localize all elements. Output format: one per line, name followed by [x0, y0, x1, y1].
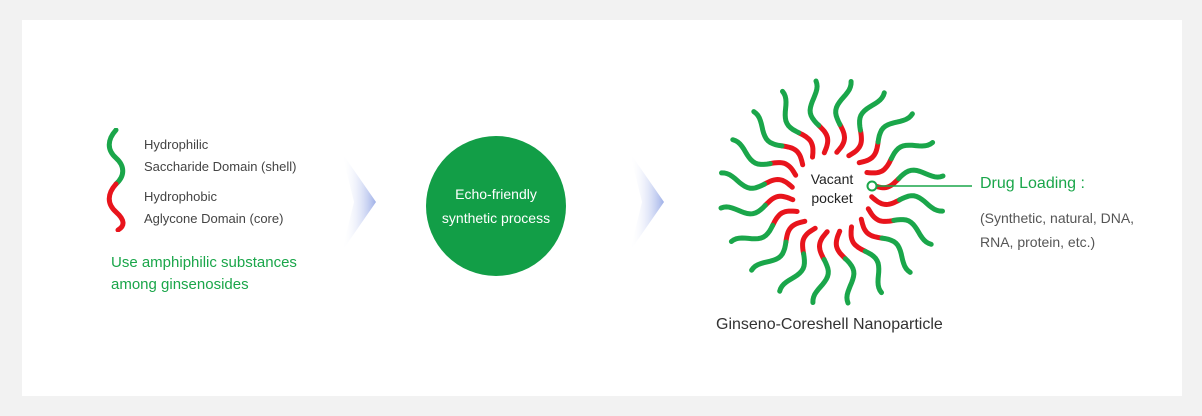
- pocket-marker-icon: [866, 180, 878, 192]
- hydrophobic-tail: [869, 194, 902, 208]
- hydrophobic-tail: [833, 228, 848, 262]
- hydrophobic-tail: [762, 193, 796, 208]
- hydrophilic-head: [810, 257, 831, 305]
- hydrophilic-head: [879, 235, 913, 275]
- hydrophobic-strand: [106, 181, 126, 232]
- hydrophilic-head: [780, 88, 802, 136]
- drug-desc-line-1: (Synthetic, natural, DNA,: [980, 210, 1135, 226]
- legend-strands: [106, 128, 126, 232]
- hydrophilic-head: [842, 256, 857, 306]
- hydrophobic-title: Hydrophobic: [144, 189, 217, 204]
- hydrophobic-tail: [796, 130, 816, 160]
- hydrophilic-head: [807, 78, 822, 128]
- arrow-right-icon: [630, 153, 664, 251]
- pocket-line-1: Vacant: [810, 171, 854, 187]
- hydrophilic-head: [896, 167, 946, 182]
- hydrophilic-head: [833, 79, 854, 127]
- hydrophobic-tail: [856, 139, 881, 166]
- hydrophobic-tail: [816, 122, 831, 156]
- hydrophobic-tail: [865, 206, 897, 224]
- hydrophilic-head: [862, 248, 884, 296]
- synthetic-process-circle: Echo-friendly synthetic process: [426, 136, 566, 276]
- note-line-2: among ginsenosides: [111, 276, 249, 293]
- hydrophilic-head: [719, 170, 767, 191]
- hydrophilic-title: Hydrophilic: [144, 137, 209, 152]
- note-line-1: Use amphiphilic substances: [111, 254, 297, 271]
- hydrophilic-head: [897, 193, 945, 214]
- nanoparticle-caption: Ginseno-Coreshell Nanoparticle: [716, 316, 943, 333]
- hydrophobic-legend: Hydrophobic Aglycone Domain (core): [144, 186, 283, 230]
- hydrophilic-head: [749, 239, 789, 273]
- hydrophilic-head: [875, 111, 915, 145]
- hydrophilic-head: [718, 202, 768, 217]
- hydrophobic-tail: [846, 127, 864, 159]
- drug-loading-desc: (Synthetic, natural, DNA, RNA, protein, …: [980, 206, 1134, 254]
- drug-loading-title: Drug Loading :: [980, 175, 1085, 192]
- hydrophilic-desc: Saccharide Domain (shell): [144, 159, 297, 174]
- hydrophobic-tail: [767, 160, 799, 178]
- hydrophobic-tail: [762, 176, 795, 190]
- pocket-line-2: pocket: [811, 190, 853, 206]
- hydrophilic-strand: [106, 128, 126, 187]
- hydrophobic-tail: [858, 216, 885, 241]
- hydrophobic-tail: [834, 122, 848, 155]
- micelle-strands: [718, 78, 946, 306]
- diagram-card: Hydrophilic Saccharide Domain (shell) Hy…: [22, 20, 1182, 396]
- hydrophobic-tail: [848, 224, 868, 254]
- drug-pointer: [866, 180, 972, 192]
- hydrophilic-head: [857, 90, 887, 133]
- hydrophilic-head: [728, 222, 776, 244]
- hydrophilic-head: [891, 217, 934, 247]
- hydrophobic-tail: [779, 143, 806, 168]
- process-line-1: Echo-friendly: [455, 186, 537, 202]
- hydrophobic-tail: [816, 229, 830, 262]
- hydrophobic-tail: [770, 208, 800, 228]
- hydrophobic-desc: Aglycone Domain (core): [144, 211, 284, 226]
- hydrophilic-legend: Hydrophilic Saccharide Domain (shell): [144, 134, 296, 178]
- hydrophilic-head: [751, 109, 785, 149]
- drug-desc-line-2: RNA, protein, etc.): [980, 234, 1096, 250]
- hydrophobic-tail: [783, 218, 808, 245]
- amphiphilic-note: Use amphiphilic substances among ginseno…: [111, 252, 297, 296]
- nanoparticle-graphic: [718, 78, 946, 306]
- process-line-2: synthetic process: [441, 210, 551, 226]
- hydrophobic-tail: [864, 156, 894, 176]
- hydrophilic-head: [777, 251, 807, 294]
- hydrophilic-head: [730, 137, 773, 167]
- hydrophilic-head: [888, 140, 936, 162]
- arrow-right-icon: [342, 153, 376, 251]
- hydrophobic-tail: [800, 225, 818, 257]
- vacant-pocket-label: Vacant pocket: [800, 170, 864, 208]
